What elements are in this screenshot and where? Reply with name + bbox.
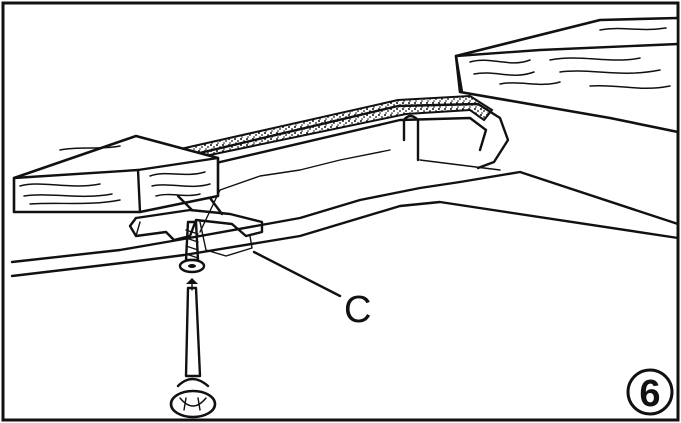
step-number: 6	[639, 373, 660, 415]
screw	[178, 220, 206, 274]
callout-label-c: C	[344, 289, 371, 331]
mounting-clip	[128, 194, 264, 257]
callout-leader-line	[252, 250, 342, 298]
sealing-strip	[168, 94, 510, 172]
screwdriver	[169, 278, 217, 419]
countertop-left	[12, 134, 220, 214]
countertop-right	[454, 16, 680, 134]
step-badge: 6	[626, 368, 674, 416]
